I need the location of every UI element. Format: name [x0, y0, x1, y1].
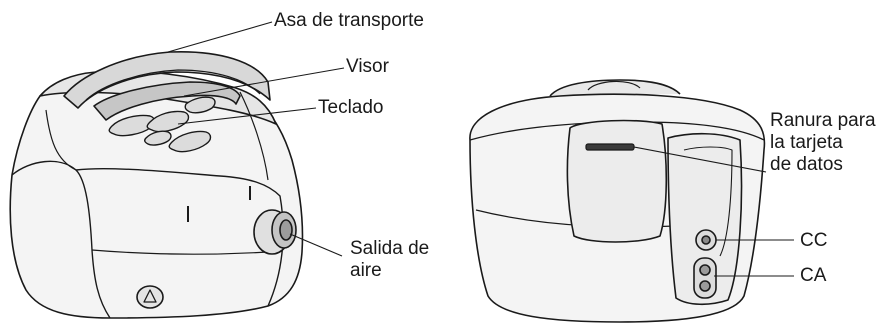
front-view-device [9, 21, 345, 319]
air-outlet-port [253, 209, 297, 255]
carry-handle [63, 50, 271, 109]
label-card-slot-line2: la tarjeta [770, 132, 843, 153]
data-card-slot [585, 143, 635, 151]
label-data-card-slot: Ranura para la tarjeta de datos [770, 110, 876, 176]
ac-connector [693, 257, 717, 299]
label-air-outlet-line1: Salida de [350, 238, 430, 259]
display-window [93, 81, 241, 121]
label-air-outlet-line2: aire [350, 260, 382, 281]
rear-connector-panel [667, 132, 743, 306]
label-air-outlet: Salida de aire [350, 238, 429, 282]
label-dc: CC [800, 230, 828, 251]
label-ac: CA [800, 265, 827, 286]
power-button [136, 285, 164, 309]
data-card-cover [566, 119, 668, 243]
label-keypad: Teclado [318, 97, 384, 118]
label-carry-handle: Asa de transporte [274, 10, 424, 31]
label-card-slot-line1: Ranura para [770, 110, 876, 131]
triangle-symbol-icon [143, 289, 157, 303]
keypad-buttons [108, 96, 216, 153]
rear-leader-lines [633, 146, 794, 277]
front-leader-lines [167, 21, 345, 257]
label-card-slot-line3: de datos [770, 154, 843, 175]
rear-view-device [469, 79, 794, 323]
label-display: Visor [346, 56, 389, 77]
dc-connector [695, 229, 717, 251]
